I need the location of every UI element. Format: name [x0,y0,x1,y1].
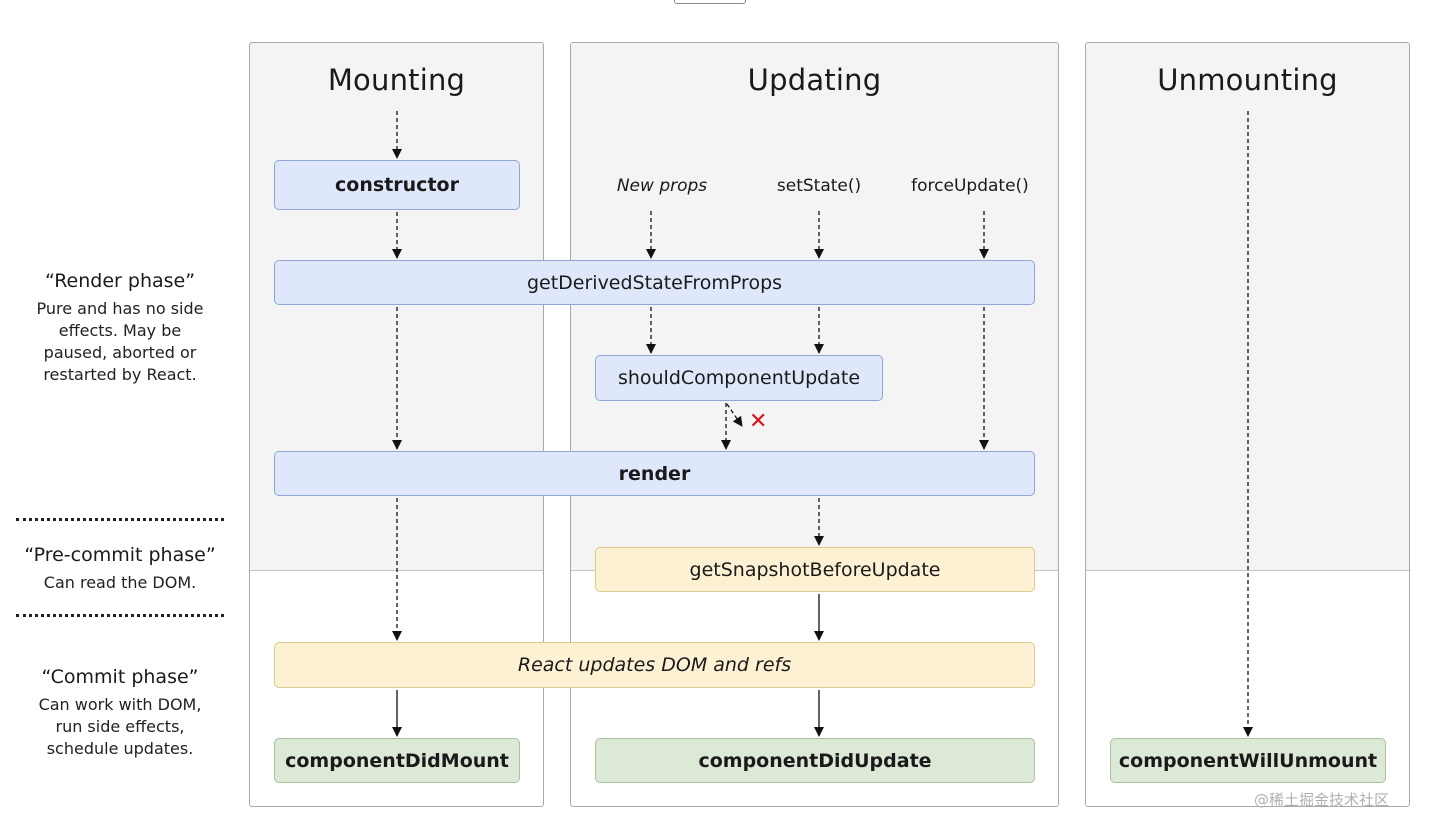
updating-column: Updating [570,42,1059,807]
constructor-box: constructor [274,160,520,210]
desc-line: restarted by React. [43,365,197,384]
pre-commit-phase-desc: Can read the DOM. [0,572,240,594]
unmounting-column: Unmounting [1085,42,1410,807]
phase-divider [1086,570,1409,571]
trigger-set-state: setState() [776,176,862,196]
watermark: @稀土掘金技术社区 [1254,791,1390,809]
trigger-new-props: New props [616,176,708,196]
trigger-force-update: forceUpdate() [911,176,1029,196]
mounting-title: Mounting [327,63,466,97]
component-will-unmount-box: componentWillUnmount [1110,738,1386,783]
render-phase-title: “Render phase” [44,270,196,292]
should-component-update-box: shouldComponentUpdate [595,355,883,401]
phase-separator [16,614,224,617]
render-phase-label: “Render phase” Pure and has no side effe… [0,270,240,386]
commit-phase-title: “Commit phase” [41,666,199,688]
desc-line: Can work with DOM, [38,695,202,714]
desc-line: run side effects, [55,717,185,736]
phase-separator [16,518,224,521]
get-snapshot-before-update-box: getSnapshotBeforeUpdate [595,547,1035,592]
cancel-x-icon: ✕ [749,409,768,434]
desc-line: Can read the DOM. [43,573,197,592]
render-box: render [274,451,1035,496]
react-updates-dom-box: React updates DOM and refs [274,642,1035,688]
get-derived-state-from-props-box: getDerivedStateFromProps [274,260,1035,305]
commit-phase-desc: Can work with DOM, run side effects, sch… [0,694,240,760]
render-phase-desc: Pure and has no side effects. May be pau… [0,298,240,386]
mounting-column: Mounting [249,42,544,807]
pre-commit-phase-title: “Pre-commit phase” [24,544,216,566]
desc-line: effects. May be [58,321,182,340]
phase-divider [250,570,543,571]
desc-line: Pure and has no side [36,299,204,318]
updating-title: Updating [747,63,882,97]
desc-line: schedule updates. [46,739,194,758]
pre-commit-phase-label: “Pre-commit phase” Can read the DOM. [0,544,240,594]
component-did-mount-box: componentDidMount [274,738,520,783]
top-tab-stub [674,0,746,4]
commit-phase-label: “Commit phase” Can work with DOM, run si… [0,666,240,760]
desc-line: paused, aborted or [43,343,197,362]
component-did-update-box: componentDidUpdate [595,738,1035,783]
unmounting-title: Unmounting [1157,63,1338,97]
